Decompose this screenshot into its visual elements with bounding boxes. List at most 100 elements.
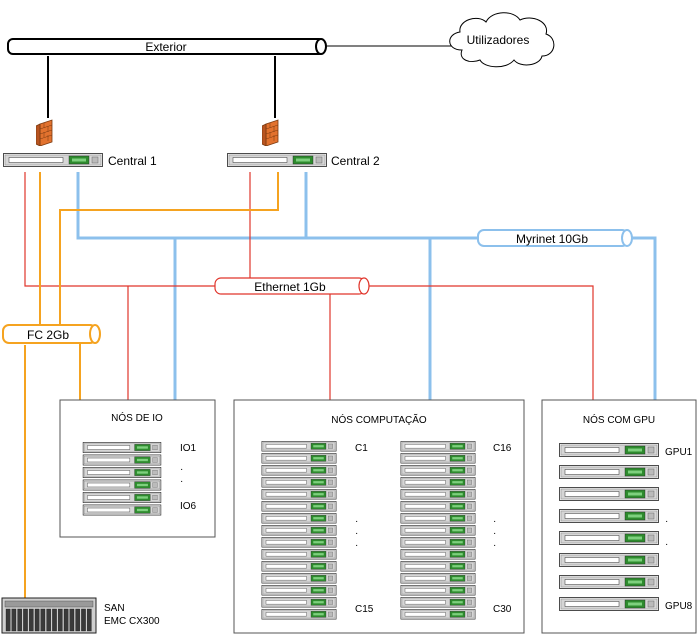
san-drive-slot (87, 608, 92, 632)
gpu-nodes-box: NÓS COM GPU GPU1 · · GPU8 (541, 399, 697, 634)
io-dots-1: · (180, 464, 183, 475)
io-box-title: NÓS DE IO (111, 411, 163, 424)
san-drive-slot (52, 608, 57, 632)
server-icon (559, 508, 659, 524)
server-icon (82, 454, 162, 466)
ethernet-pipe: Ethernet 1Gb (214, 277, 370, 295)
san-drive-slot (5, 608, 11, 632)
users-label: Utilizadores (467, 33, 530, 47)
san-drive-slot (58, 608, 63, 632)
san-drive-slot (11, 608, 17, 632)
server-icon (559, 464, 659, 480)
compute-server-stack-2 (400, 441, 476, 620)
server-icon (400, 561, 476, 572)
server-icon (261, 489, 337, 500)
server-icon (400, 573, 476, 584)
server-icon (400, 465, 476, 476)
compute-box-title: NÓS COMPUTAÇÃO (331, 413, 427, 426)
san-array-icon (1, 597, 97, 634)
io-last-label: IO6 (180, 501, 197, 512)
gpu-first-label: GPU1 (665, 447, 693, 458)
server-icon (261, 465, 337, 476)
server-icon (227, 152, 327, 168)
firewall-icon (262, 119, 279, 146)
server-icon (261, 477, 337, 488)
server-icon (261, 609, 337, 620)
san-label-line2: EMC CX300 (104, 616, 160, 627)
myrinet-links (76, 172, 657, 400)
server-icon (400, 501, 476, 512)
server-icon (82, 504, 162, 516)
central-2: Central 2 (227, 119, 380, 168)
server-icon (261, 549, 337, 560)
server-icon (400, 489, 476, 500)
fc-links (24, 172, 279, 598)
firewall-icon (36, 119, 53, 146)
central-1: Central 1 (3, 119, 157, 168)
central-1-label: Central 1 (108, 154, 157, 168)
io-dots-2: · (180, 476, 183, 487)
server-icon (261, 441, 337, 452)
server-icon (261, 537, 337, 548)
san-drive-slot (46, 608, 51, 632)
server-icon (400, 585, 476, 596)
gpu-dots-1: · (665, 516, 668, 527)
san-drive-slot (63, 608, 69, 632)
server-icon (261, 561, 337, 572)
server-icon (261, 597, 337, 608)
san-drive-slot (23, 608, 28, 632)
fc-label: FC 2Gb (27, 328, 69, 342)
compute-server-stack-1 (261, 441, 337, 620)
server-icon (82, 467, 162, 478)
san-drive-slot (40, 608, 46, 632)
compute-c15-label: C15 (355, 604, 374, 615)
ethernet-links (24, 172, 594, 400)
server-icon (559, 552, 659, 568)
compute-col1-dots-1: · (355, 516, 358, 527)
io-nodes-box: NÓS DE IO IO1 · · IO6 (59, 399, 216, 538)
server-icon (3, 152, 103, 168)
san-label-line1: SAN (104, 603, 125, 614)
server-icon (559, 574, 659, 590)
san-storage: SAN EMC CX300 (1, 597, 160, 634)
compute-col2-dots-2: · (493, 528, 496, 539)
server-icon (400, 513, 476, 524)
server-icon (82, 479, 162, 491)
compute-col1-dots-2: · (355, 528, 358, 539)
server-icon (400, 441, 476, 452)
compute-nodes-box: NÓS COMPUTAÇÃO C1 · · · C15 C16 · · · C3… (233, 399, 525, 634)
san-drive-slot (17, 608, 22, 632)
server-icon (261, 525, 337, 536)
server-icon (559, 596, 659, 612)
ethernet-label: Ethernet 1Gb (254, 280, 326, 294)
server-icon (400, 609, 476, 620)
server-icon (559, 486, 659, 502)
server-icon (261, 501, 337, 512)
server-icon (400, 477, 476, 488)
fc-pipe: FC 2Gb (2, 324, 101, 344)
exterior-pipe: Exterior (7, 38, 327, 55)
san-drive-slot (34, 608, 40, 632)
server-icon (261, 585, 337, 596)
server-icon (400, 597, 476, 608)
compute-col2-dots-3: · (493, 540, 496, 551)
server-icon (400, 453, 476, 464)
gpu-box-title: NÓS COM GPU (583, 413, 655, 426)
io-first-label: IO1 (180, 443, 197, 454)
server-icon (400, 549, 476, 560)
cloud-icon (449, 12, 555, 68)
gpu-last-label: GPU8 (665, 601, 693, 612)
server-icon (261, 453, 337, 464)
san-drive-slot (75, 608, 80, 632)
network-links (24, 45, 657, 598)
san-drive-slot (29, 608, 34, 632)
san-drive-slot (69, 608, 75, 632)
central-2-label: Central 2 (331, 154, 380, 168)
compute-c16-label: C16 (493, 443, 512, 454)
server-icon (559, 530, 659, 546)
gpu-dots-2: · (665, 539, 668, 550)
compute-col2-dots-1: · (493, 516, 496, 527)
compute-c30-label: C30 (493, 604, 512, 615)
myrinet-label: Myrinet 10Gb (516, 232, 588, 246)
